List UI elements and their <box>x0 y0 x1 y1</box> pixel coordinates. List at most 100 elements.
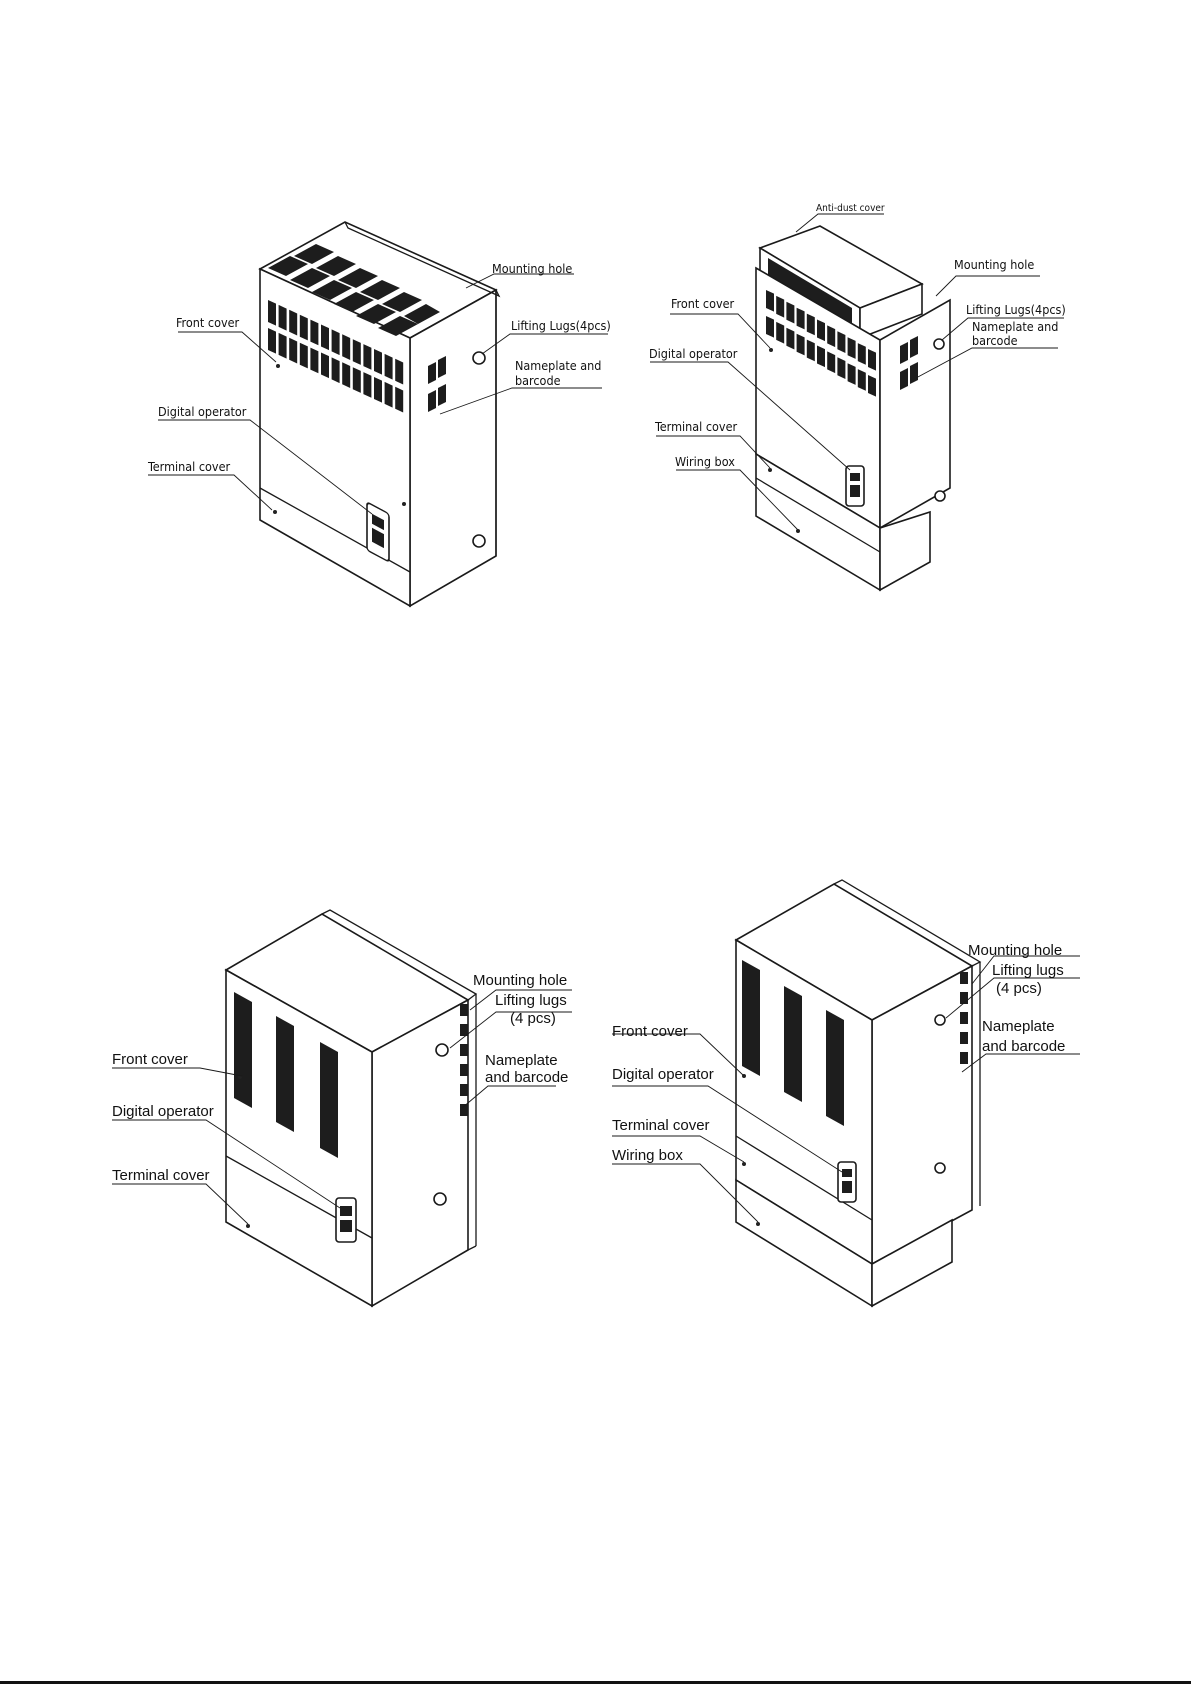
fig1-label-front-cover: Front cover <box>176 315 240 330</box>
fig2-lead-terminal <box>656 435 771 469</box>
fig2-label-nameplate-2: barcode <box>972 333 1018 348</box>
vent-slot <box>837 357 846 379</box>
vent-slot <box>331 329 340 356</box>
fig1-side-vent <box>428 362 436 384</box>
fig4-lead-wiring <box>612 1163 759 1223</box>
vent-slot <box>289 309 298 336</box>
fig2-lead-front <box>670 313 771 349</box>
vent-slot <box>766 290 774 312</box>
fig3-lead-digital <box>112 1119 341 1209</box>
fig2-label-front-cover: Front cover <box>671 296 735 311</box>
fig4-label-lifting-lugs-1: Lifting lugs <box>992 962 1064 979</box>
fig3-lead-lugs <box>449 1011 572 1049</box>
fig3-side-panel <box>371 998 469 1308</box>
vent-slot <box>384 353 393 380</box>
fig2-label-wiring-box: Wiring box <box>675 454 735 469</box>
fig3-label-nameplate-1: Nameplate <box>485 1052 558 1069</box>
fig2-lead-mounting <box>935 275 1040 297</box>
fig3-lead-mounting <box>469 989 572 1011</box>
vent-slot <box>395 358 404 385</box>
fig4-label-lifting-lugs-2: (4 pcs) <box>996 980 1042 997</box>
vent-slot <box>299 342 308 369</box>
fig1-label-nameplate-2: barcode <box>515 373 561 388</box>
vent-slot <box>806 313 815 336</box>
fig2-front-vents <box>766 290 876 397</box>
fig1-label-digital-operator: Digital operator <box>158 404 247 419</box>
vent-slot <box>374 377 382 403</box>
vent-slot <box>847 337 856 359</box>
vent-slot <box>837 331 846 353</box>
fig2-lifting-lug <box>933 338 945 350</box>
vent-slot <box>817 345 825 368</box>
vent-slot <box>796 333 805 356</box>
fig4-lead-nameplate <box>961 1053 1080 1073</box>
figure-3 <box>112 909 572 1308</box>
vent-slot <box>857 369 866 391</box>
fig1-top-grille <box>268 244 440 336</box>
fig2-label-nameplate-1: Nameplate and <box>972 319 1058 334</box>
fig4-label-digital-operator: Digital operator <box>612 1066 714 1083</box>
fig2-wiring-box-side <box>879 510 931 592</box>
fig2-label-mounting-hole: Mounting hole <box>954 257 1034 272</box>
fig1-label-lifting-lugs: Lifting Lugs(4pcs) <box>511 318 611 333</box>
fig4-lifting-lug <box>934 1014 946 1026</box>
fig3-front-vents <box>234 992 338 1158</box>
fig3-label-mounting-hole: Mounting hole <box>473 972 567 989</box>
vent-slot <box>786 301 795 324</box>
fig1-label-terminal-cover: Terminal cover <box>147 459 230 474</box>
vent-slot <box>352 367 361 393</box>
vent-slot <box>857 343 866 365</box>
vent-slot <box>374 349 382 375</box>
vent-slot <box>289 337 298 364</box>
fig3-label-front-cover: Front cover <box>112 1051 188 1068</box>
fig3-label-lifting-lugs-2: (4 pcs) <box>510 1010 556 1027</box>
vent-slot <box>786 327 795 350</box>
fig4-front-vents <box>742 960 844 1126</box>
fig1-lead-terminal <box>148 474 273 511</box>
figure-4 <box>612 879 1080 1308</box>
fig3-lead-nameplate <box>461 1085 556 1109</box>
figure-2 <box>650 213 1064 592</box>
vent-slot <box>395 386 404 413</box>
fig3-label-lifting-lugs-1: Lifting lugs <box>495 992 567 1009</box>
vent-slot <box>342 334 351 360</box>
bottom-rule <box>0 1681 1191 1684</box>
fig2-label-lifting-lugs: Lifting Lugs(4pcs) <box>966 302 1066 317</box>
fig2-side-panel <box>879 298 951 530</box>
vent-slot <box>278 332 287 359</box>
fig3-label-digital-operator: Digital operator <box>112 1103 214 1120</box>
fig4-label-front-cover: Front cover <box>612 1023 688 1040</box>
vent-slot <box>384 381 393 408</box>
fig1-lead-mounting <box>465 273 574 289</box>
fig2-lead-antidust <box>795 213 884 233</box>
fig4-lead-lugs <box>945 977 1080 1019</box>
fig4-label-nameplate-2: and barcode <box>982 1038 1065 1055</box>
vent-slot <box>363 344 372 370</box>
fig4-lead-terminal <box>612 1135 745 1163</box>
figure-1 <box>148 221 608 608</box>
fig4-label-wiring-box: Wiring box <box>612 1147 683 1164</box>
fig4-label-mounting-hole: Mounting hole <box>968 942 1062 959</box>
vent-slot <box>766 316 774 338</box>
vent-slot <box>299 314 308 341</box>
fig2-label-anti-dust-cover: Anti-dust cover <box>816 203 885 214</box>
fig2-lead-lugs <box>941 317 1064 341</box>
fig4-lead-digital <box>612 1085 843 1173</box>
fig1-lead-nameplate <box>439 387 602 415</box>
fig1-lead-lugs <box>481 333 608 355</box>
vent-slot <box>776 295 785 318</box>
fig1-label-nameplate-1: Nameplate and <box>515 358 601 373</box>
vent-slot <box>847 363 856 385</box>
fig1-lifting-lug-lower <box>472 534 486 548</box>
fig2-label-digital-operator: Digital operator <box>649 346 738 361</box>
fig2-lead-wiring <box>676 469 799 531</box>
vent-slot <box>278 304 287 331</box>
fig1-lifting-lug <box>472 351 486 365</box>
vent-slot <box>796 307 805 330</box>
vent-slot <box>268 328 276 354</box>
vent-slot <box>342 362 351 388</box>
fig4-side-vents <box>960 972 968 1064</box>
vent-slot <box>363 372 372 398</box>
vent-slot <box>776 321 785 344</box>
fig2-lead-nameplate <box>915 347 1058 379</box>
